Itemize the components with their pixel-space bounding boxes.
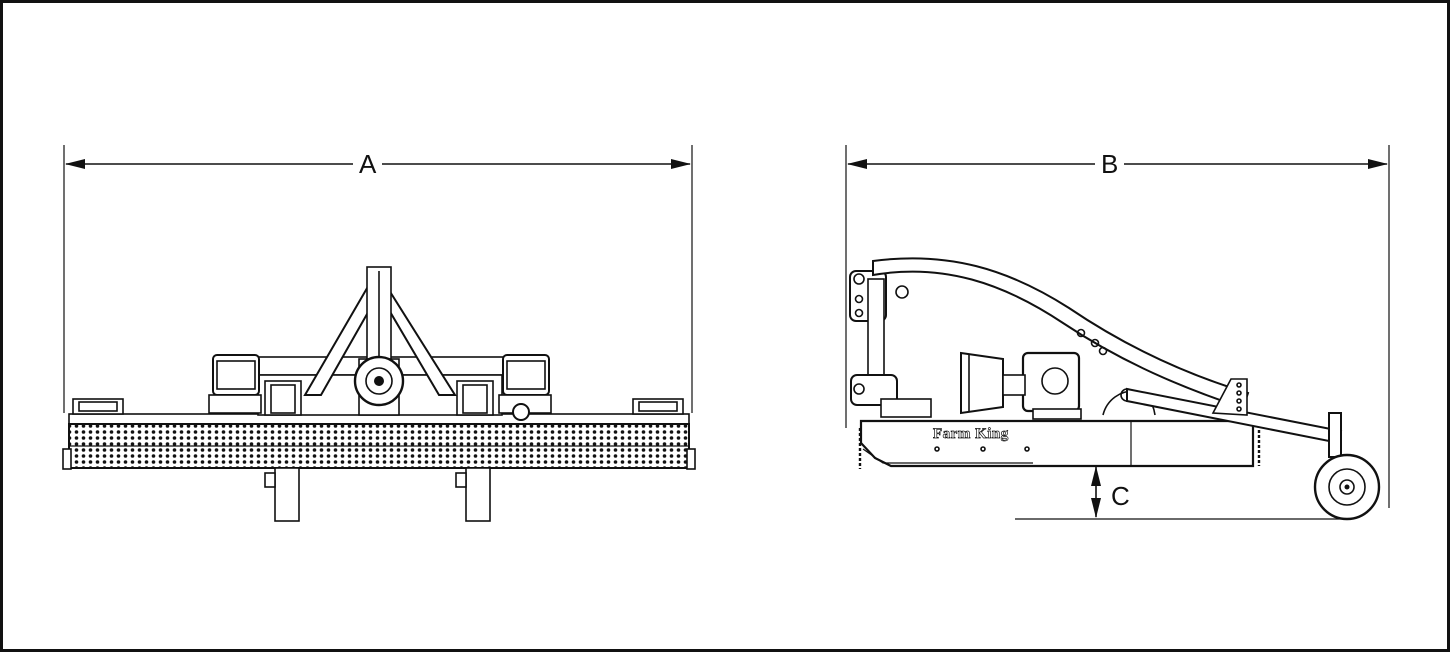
side-top-arm xyxy=(872,257,1250,410)
side-gearbox xyxy=(1021,351,1081,413)
front-left-skid xyxy=(274,467,300,522)
side-hitch-post xyxy=(867,278,885,376)
front-right-skid xyxy=(465,467,491,522)
side-deck-body xyxy=(859,419,1255,468)
front-small-reservoir xyxy=(512,403,530,421)
dimension-b-label: B xyxy=(1095,151,1125,177)
side-caster-yoke xyxy=(1328,412,1342,458)
side-brand-decal: Farm King xyxy=(933,426,1009,443)
side-pto-shield xyxy=(960,351,1004,415)
diagram-drawing xyxy=(62,145,1390,522)
front-view xyxy=(62,145,696,522)
side-view xyxy=(845,145,1390,521)
dimension-a-label: A xyxy=(353,151,383,177)
dimension-c-label: C xyxy=(1111,481,1130,511)
